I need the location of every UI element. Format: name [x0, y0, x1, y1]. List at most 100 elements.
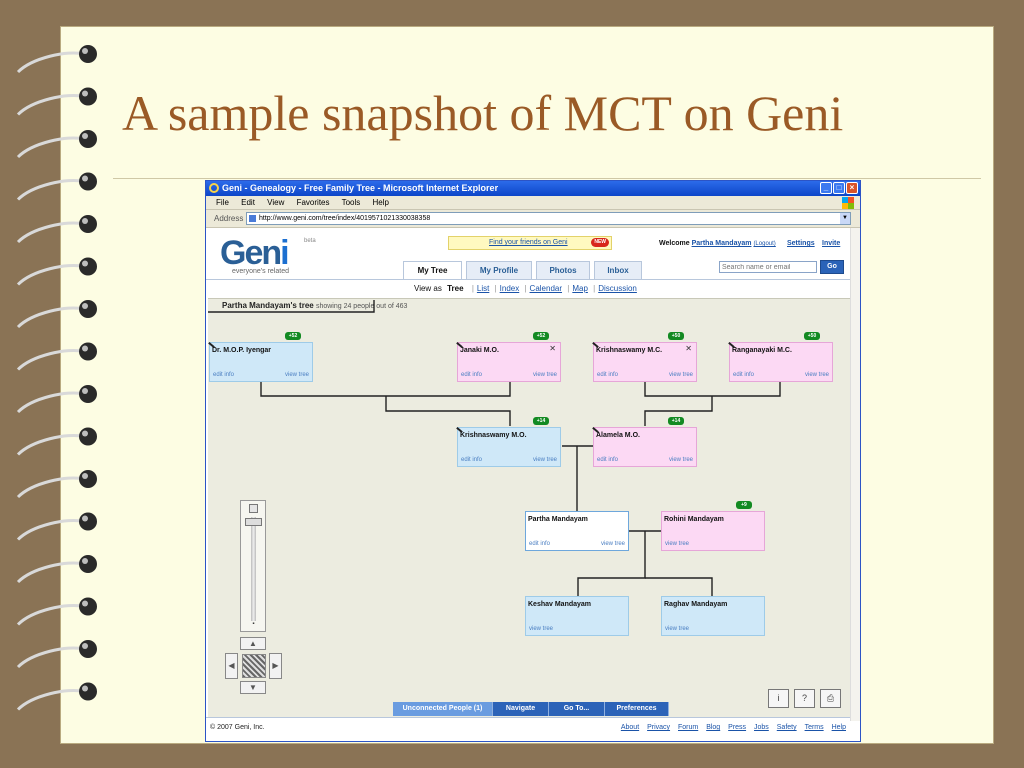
person-card-self[interactable]: Partha Mandayam edit info view tree	[525, 511, 629, 551]
tab-navigate[interactable]: Navigate	[493, 702, 549, 716]
view-tree-link[interactable]: view tree	[284, 372, 309, 378]
view-tree-link[interactable]: view tree	[804, 372, 829, 378]
relatives-badge[interactable]: +50	[804, 332, 820, 340]
zoom-handle[interactable]	[245, 518, 262, 526]
person-name: Partha Mandayam	[528, 516, 588, 523]
zoom-rail[interactable]	[251, 517, 256, 621]
view-tree-link[interactable]: view tree	[668, 372, 693, 378]
menu-view[interactable]: View	[267, 198, 285, 207]
person-card[interactable]: Raghav Mandayam view tree	[661, 596, 765, 636]
find-friends-link[interactable]: Find your friends on Geni NEW	[448, 236, 612, 250]
person-card[interactable]: Ranganayaki M.C. edit info view tree	[728, 341, 833, 382]
info-icon[interactable]: i	[768, 689, 789, 708]
spiral-ring	[16, 646, 85, 669]
view-map-link[interactable]: Map	[572, 284, 588, 293]
footer-privacy[interactable]: Privacy	[647, 724, 671, 731]
view-tree-link[interactable]: view tree	[600, 541, 625, 547]
invite-link[interactable]: Invite	[822, 240, 841, 247]
view-tree-link[interactable]: view tree	[665, 626, 690, 632]
tab-preferences[interactable]: Preferences	[605, 702, 669, 716]
person-card[interactable]: Janaki M.O. ✕ edit info view tree	[456, 341, 561, 382]
print-icon[interactable]: ⎙	[820, 689, 841, 708]
edit-info-link[interactable]: edit info	[461, 457, 483, 463]
pan-left-button[interactable]: ◀	[225, 653, 238, 679]
view-tree-link[interactable]: view tree	[665, 541, 690, 547]
menu-tools[interactable]: Tools	[341, 198, 361, 207]
zoom-out-icon[interactable]: ▪	[252, 621, 255, 627]
person-card[interactable]: Krishnaswamy M.O. edit info view tree	[456, 426, 561, 467]
edit-info-link[interactable]: edit info	[213, 372, 235, 378]
relatives-badge[interactable]: +52	[285, 332, 301, 340]
close-icon[interactable]: ✕	[685, 344, 692, 353]
edit-info-link[interactable]: edit info	[461, 372, 483, 378]
zoom-in-icon[interactable]	[249, 504, 258, 513]
footer-jobs[interactable]: Jobs	[754, 724, 769, 731]
view-index-link[interactable]: Index	[499, 284, 520, 293]
edit-info-link[interactable]: edit info	[733, 372, 755, 378]
edit-info-link[interactable]: edit info	[597, 372, 619, 378]
person-card[interactable]: Krishnaswamy M.C. ✕ edit info view tree	[592, 341, 697, 382]
relatives-badge[interactable]: +9	[736, 501, 752, 509]
relatives-badge[interactable]: +52	[533, 332, 549, 340]
tab-photos[interactable]: Photos	[536, 261, 590, 279]
close-button[interactable]: ×	[846, 182, 858, 194]
pan-right-button[interactable]: ▶	[269, 653, 282, 679]
profile-thumbnail[interactable]	[242, 654, 266, 678]
settings-link[interactable]: Settings	[787, 240, 815, 247]
view-tree-link[interactable]: view tree	[529, 626, 554, 632]
menu-help[interactable]: Help	[372, 198, 389, 207]
menu-edit[interactable]: Edit	[241, 198, 255, 207]
spiral-highlight	[82, 600, 88, 607]
footer-terms[interactable]: Terms	[804, 724, 824, 731]
view-calendar-link[interactable]: Calendar	[529, 284, 563, 293]
help-icon[interactable]: ?	[794, 689, 815, 708]
tab-go-to[interactable]: Go To...	[549, 702, 605, 716]
pan-up-button[interactable]: ▲	[240, 637, 266, 650]
minimize-button[interactable]: _	[820, 182, 832, 194]
relatives-badge[interactable]: +50	[668, 332, 684, 340]
footer-press[interactable]: Press	[728, 724, 747, 731]
tab-my-tree[interactable]: My Tree	[403, 261, 462, 280]
person-card[interactable]: Alamela M.O. edit info view tree	[592, 426, 697, 467]
tab-my-profile[interactable]: My Profile	[466, 261, 532, 279]
view-discussion-link[interactable]: Discussion	[598, 284, 637, 293]
tab-inbox[interactable]: Inbox	[594, 261, 642, 279]
footer-forum[interactable]: Forum	[678, 724, 699, 731]
window-controls: _ □ ×	[820, 182, 858, 194]
menu-favorites[interactable]: Favorites	[296, 198, 330, 207]
person-card[interactable]: Rohini Mandayam view tree	[661, 511, 765, 551]
edit-info-link[interactable]: edit info	[529, 541, 551, 547]
relatives-badge[interactable]: +14	[533, 417, 549, 425]
tab-unconnected-people[interactable]: Unconnected People (1)	[393, 702, 493, 716]
view-tree-link[interactable]: view tree	[532, 457, 557, 463]
vertical-scrollbar[interactable]	[850, 228, 860, 721]
view-tree-link[interactable]: view tree	[532, 372, 557, 378]
chevron-down-icon[interactable]: ▼	[840, 213, 850, 224]
search-input[interactable]	[719, 261, 817, 273]
geni-logo[interactable]: Geni	[220, 234, 290, 272]
footer-blog[interactable]: Blog	[706, 724, 721, 731]
person-name: Dr. M.O.P. Iyengar	[212, 347, 272, 354]
edit-info-link[interactable]: edit info	[597, 457, 619, 463]
zoom-slider[interactable]: ▪	[240, 500, 266, 632]
footer-about[interactable]: About	[620, 724, 640, 731]
user-name-link[interactable]: Partha Mandayam	[691, 240, 752, 247]
spiral-ring	[16, 51, 85, 74]
pan-down-button[interactable]: ▼	[240, 681, 266, 694]
footer-help[interactable]: Help	[831, 724, 846, 731]
window-titlebar[interactable]: Geni - Genealogy - Free Family Tree - Mi…	[206, 181, 860, 196]
view-list-link[interactable]: List	[476, 284, 490, 293]
relatives-badge[interactable]: +14	[668, 417, 684, 425]
person-card[interactable]: Dr. M.O.P. Iyengar edit info view tree	[208, 341, 313, 382]
logout-link[interactable]: (Logout)	[753, 241, 776, 247]
person-card[interactable]: Keshav Mandayam view tree	[525, 596, 629, 636]
address-input[interactable]: http://www.geni.com/tree/index/401957102…	[246, 212, 851, 225]
ie-icon	[209, 183, 219, 193]
go-button[interactable]: Go	[820, 260, 844, 274]
spiral-highlight	[82, 685, 88, 692]
close-icon[interactable]: ✕	[549, 344, 556, 353]
footer-safety[interactable]: Safety	[776, 724, 797, 731]
maximize-button[interactable]: □	[833, 182, 845, 194]
view-tree-link[interactable]: view tree	[668, 457, 693, 463]
menu-file[interactable]: File	[216, 198, 229, 207]
